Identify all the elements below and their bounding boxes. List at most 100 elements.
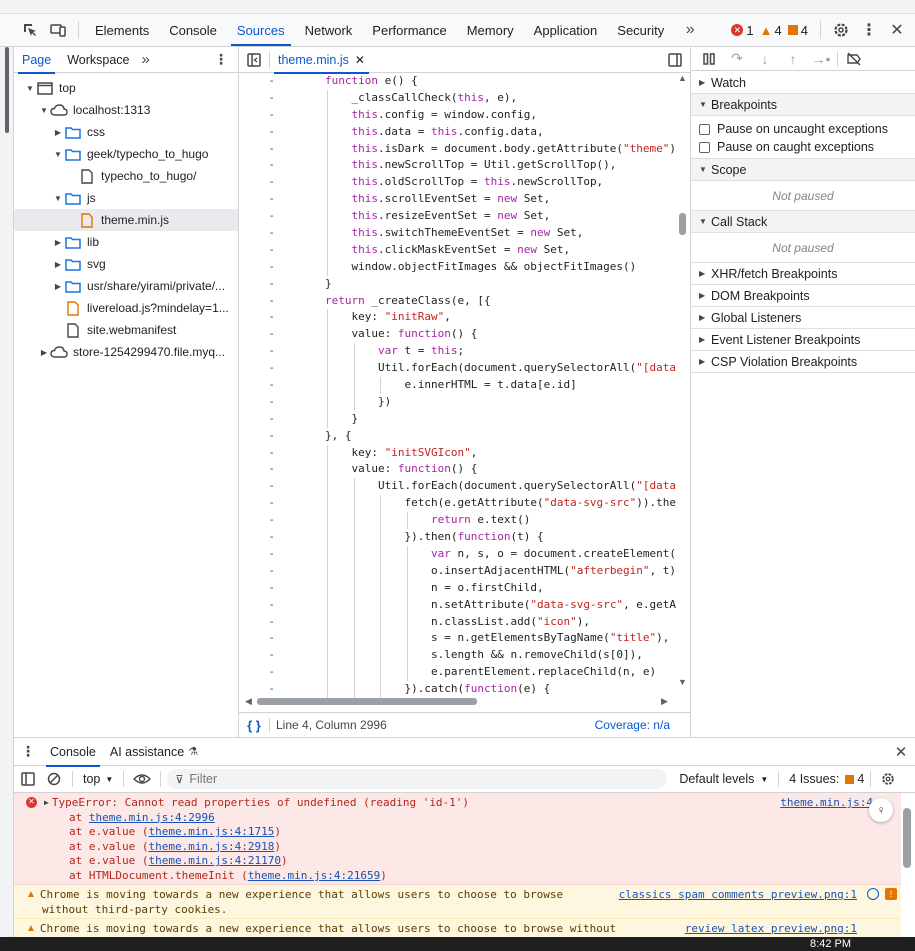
line-marker[interactable]: - (268, 344, 275, 358)
editor-file-tab[interactable]: theme.min.js ✕ (270, 47, 373, 74)
line-marker[interactable]: - (268, 614, 275, 628)
call-stack-section[interactable]: ▼Call Stack (691, 211, 915, 233)
expand-arrow-icon[interactable]: ▶ (40, 347, 48, 357)
tree-item[interactable]: ▼geek/typecho_to_hugo (14, 143, 238, 165)
tree-item[interactable]: site.webmanifest (14, 319, 238, 341)
debugger-section[interactable]: ▶CSP Violation Breakpoints (691, 351, 915, 373)
pause-caught-checkbox[interactable] (699, 141, 710, 153)
line-marker[interactable]: - (268, 378, 275, 392)
step-over-icon[interactable]: ↷ (731, 50, 743, 66)
scroll-left-arrow-icon[interactable]: ◀ (245, 696, 252, 706)
issue-counter[interactable]: 4 (787, 23, 808, 38)
line-marker[interactable]: - (268, 597, 275, 611)
stack-link[interactable]: theme.min.js:4:21170 (148, 854, 281, 868)
line-marker[interactable]: - (268, 513, 275, 527)
scroll-up-arrow-icon[interactable]: ▲ (678, 73, 687, 83)
stack-link[interactable]: theme.min.js:4:21659 (247, 868, 381, 882)
pause-uncaught-checkbox[interactable] (699, 123, 710, 135)
console-error-message[interactable]: ✕ ▶ TypeError: Cannot read properties of… (14, 793, 901, 885)
toggle-debugger-icon[interactable] (660, 47, 690, 73)
line-marker[interactable]: - (268, 563, 275, 577)
console-warning-message[interactable]: ▲ Chrome is moving towards a new experie… (14, 885, 901, 919)
close-drawer-icon[interactable]: ✕ (894, 743, 908, 761)
stack-link[interactable]: theme.min.js:4:1715 (148, 825, 275, 839)
line-marker[interactable]: - (268, 310, 275, 324)
ai-suggestion-bulb-icon[interactable]: ♀ (869, 798, 893, 822)
code-content[interactable]: -function e() {-_classCallCheck(this, e)… (239, 73, 676, 743)
inspect-element-icon[interactable] (16, 16, 44, 44)
step-into-icon[interactable]: ↓ (761, 50, 769, 67)
error-source-link[interactable]: theme.min.js:4 (780, 796, 873, 809)
stack-link[interactable]: theme.min.js:4:2996 (88, 810, 215, 824)
pause-uncaught-option[interactable]: Pause on uncaught exceptions (691, 120, 915, 138)
tab-ai-assistance[interactable]: AI assistance ⚗ (104, 738, 204, 766)
line-marker[interactable]: - (268, 226, 275, 240)
debugger-section[interactable]: ▶XHR/fetch Breakpoints (691, 263, 915, 285)
line-marker[interactable]: - (268, 682, 275, 696)
coverage-status[interactable]: Coverage: n/a (594, 718, 670, 732)
line-marker[interactable]: - (268, 496, 275, 510)
line-marker[interactable]: - (268, 462, 275, 476)
console-warning-message[interactable]: ▲ Chrome is moving towards a new experie… (14, 919, 901, 939)
close-tab-icon[interactable]: ✕ (354, 52, 365, 67)
warning-source-link[interactable]: review latex preview.png:1 (678, 922, 857, 937)
collapse-arrow-icon[interactable]: ▼ (54, 149, 62, 159)
issue-link-icon[interactable]: ! (885, 888, 897, 900)
tab-page[interactable]: Page (14, 47, 59, 74)
line-marker[interactable]: - (268, 242, 275, 256)
live-expression-eye-icon[interactable] (130, 773, 154, 785)
line-marker[interactable]: - (268, 580, 275, 594)
issues-button[interactable]: 4 Issues: 4 (789, 772, 864, 786)
line-marker[interactable]: - (268, 259, 275, 273)
expand-arrow-icon[interactable]: ▶ (54, 237, 62, 247)
line-marker[interactable]: - (268, 141, 275, 155)
line-marker[interactable]: - (268, 361, 275, 375)
console-scrollbar-thumb[interactable] (903, 808, 911, 868)
tab-performance[interactable]: Performance (372, 22, 447, 38)
tree-item[interactable]: theme.min.js (14, 209, 238, 231)
line-marker[interactable]: - (268, 411, 275, 425)
tree-item[interactable]: typecho_to_hugo/ (14, 165, 238, 187)
stack-link[interactable]: theme.min.js:4:2918 (148, 839, 275, 853)
tab-security[interactable]: Security (617, 22, 665, 38)
scope-section[interactable]: ▼Scope (691, 159, 915, 181)
line-marker[interactable]: - (268, 276, 275, 290)
line-marker[interactable]: - (268, 327, 275, 341)
collapse-arrow-icon[interactable]: ▼ (26, 83, 34, 93)
more-navigator-tabs-icon[interactable]: » (141, 51, 150, 68)
settings-gear-icon[interactable] (827, 16, 855, 44)
network-request-icon[interactable] (867, 888, 879, 900)
tab-network[interactable]: Network (304, 22, 353, 38)
line-marker[interactable]: - (268, 546, 275, 560)
line-marker[interactable]: - (268, 209, 275, 223)
scroll-right-arrow-icon[interactable]: ▶ (661, 696, 668, 706)
tab-console[interactable]: Console (169, 22, 217, 38)
line-marker[interactable]: - (268, 428, 275, 442)
tree-item[interactable]: ▼localhost:1313 (14, 99, 238, 121)
tab-memory[interactable]: Memory (466, 22, 514, 38)
tree-item[interactable]: ▼top (14, 77, 238, 99)
filter-input[interactable] (189, 772, 630, 786)
tab-application[interactable]: Application (533, 22, 598, 38)
expand-arrow-icon[interactable]: ▶ (54, 281, 62, 291)
line-marker[interactable]: - (268, 631, 275, 645)
warning-counter[interactable]: ▲ 4 (760, 23, 782, 38)
collapse-arrow-icon[interactable]: ▼ (40, 105, 48, 115)
line-marker[interactable]: - (268, 192, 275, 206)
line-marker[interactable]: - (268, 124, 275, 138)
tree-item[interactable]: livereload.js?mindelay=1... (14, 297, 238, 319)
tab-console[interactable]: Console (42, 738, 104, 767)
drawer-menu-icon[interactable]: ⋮ (21, 743, 35, 759)
close-devtools-icon[interactable]: ✕ (890, 22, 904, 39)
editor-scrollbar-thumb[interactable] (679, 213, 686, 235)
navigator-menu-icon[interactable]: ⋮ (214, 51, 228, 67)
filter-box[interactable]: ⊽ (167, 769, 668, 789)
line-marker[interactable]: - (268, 445, 275, 459)
expand-arrow-icon[interactable]: ▶ (54, 127, 62, 137)
error-counter[interactable]: ✕ 1 (731, 23, 754, 38)
debugger-section[interactable]: ▶Global Listeners (691, 307, 915, 329)
watch-section[interactable]: ▶Watch (691, 72, 915, 94)
warning-source-link[interactable]: classics spam comments preview.png:1 (618, 888, 857, 901)
tree-item[interactable]: ▶lib (14, 231, 238, 253)
line-marker[interactable]: - (268, 394, 275, 408)
